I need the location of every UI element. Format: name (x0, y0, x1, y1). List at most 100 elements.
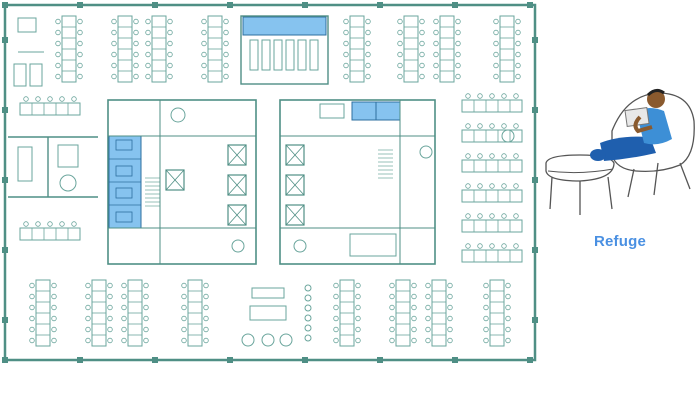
chair (223, 51, 229, 58)
chair (121, 315, 127, 322)
chair (425, 304, 431, 311)
chair (107, 282, 113, 289)
chair (121, 304, 127, 311)
chair (51, 304, 57, 311)
desk (273, 39, 283, 71)
column (77, 2, 83, 8)
chair (223, 73, 229, 80)
chair (77, 18, 83, 25)
chair (55, 18, 61, 25)
chair (419, 51, 425, 58)
chair (505, 337, 511, 344)
chair (29, 304, 35, 311)
chair (111, 40, 117, 47)
chair (121, 282, 127, 289)
chair (515, 51, 521, 58)
chair (107, 293, 113, 300)
chair (201, 51, 207, 58)
round-table (170, 107, 186, 123)
chair (133, 62, 139, 69)
chair (143, 337, 149, 344)
chair (477, 243, 483, 249)
chair (85, 337, 91, 344)
chair (397, 62, 403, 69)
person (590, 88, 672, 161)
floor-plan-drawing (2, 2, 538, 363)
chair (397, 29, 403, 36)
desk (115, 187, 133, 199)
refuge-caption: Refuge (593, 233, 647, 250)
chair (145, 62, 151, 69)
chair (389, 304, 395, 311)
round-table (231, 239, 245, 253)
chair (515, 73, 521, 80)
chair (483, 293, 489, 300)
chair (513, 93, 519, 99)
chair (59, 221, 65, 227)
chair (143, 282, 149, 289)
chair (389, 282, 395, 289)
chair (389, 315, 395, 322)
desk-bench (461, 159, 523, 173)
chair (35, 221, 41, 227)
chair (433, 29, 439, 36)
chair (201, 62, 207, 69)
chair (181, 315, 187, 322)
chair (181, 337, 187, 344)
chair (501, 213, 507, 219)
chair (411, 337, 417, 344)
chair (167, 29, 173, 36)
round-table (261, 333, 275, 347)
chair (133, 40, 139, 47)
chair (51, 337, 57, 344)
chair (133, 29, 139, 36)
chair (489, 153, 495, 159)
chair (23, 96, 29, 102)
chair (365, 29, 371, 36)
chair (223, 62, 229, 69)
chair (23, 221, 29, 227)
chair (433, 40, 439, 47)
chair (201, 40, 207, 47)
chair (397, 18, 403, 25)
room (349, 233, 397, 257)
chair (181, 304, 187, 311)
room (319, 103, 345, 119)
chair (477, 93, 483, 99)
chair (493, 73, 499, 80)
chair (29, 282, 35, 289)
chair (343, 73, 349, 80)
chair (425, 315, 431, 322)
chair (447, 326, 453, 333)
chair (133, 18, 139, 25)
desk (115, 139, 133, 151)
table (249, 305, 287, 321)
chair (203, 282, 209, 289)
round-table (419, 145, 433, 159)
chair (203, 293, 209, 300)
chair (411, 315, 417, 322)
chair (145, 40, 151, 47)
chair (47, 221, 53, 227)
column (532, 247, 538, 253)
chair (167, 73, 173, 80)
chair (477, 213, 483, 219)
chair (419, 62, 425, 69)
chair (223, 29, 229, 36)
chair (411, 282, 417, 289)
chair (489, 213, 495, 219)
column (2, 247, 8, 253)
column (77, 357, 83, 363)
desk (261, 39, 271, 71)
chair (35, 96, 41, 102)
conference-table (57, 144, 79, 168)
elevator (285, 144, 305, 166)
chair (501, 93, 507, 99)
elevator-x (227, 204, 247, 226)
furniture (13, 63, 27, 87)
chair (333, 304, 339, 311)
chair (433, 62, 439, 69)
elevator-x (227, 144, 247, 166)
chair (201, 73, 207, 80)
chair (133, 73, 139, 80)
